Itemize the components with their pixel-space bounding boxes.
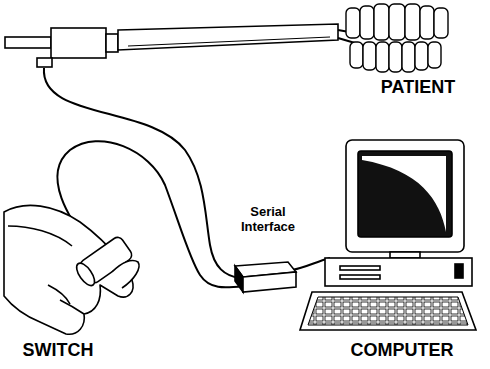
finger-line (8, 226, 72, 246)
keyboard (300, 292, 476, 330)
instrument-rod (5, 37, 51, 48)
part-label: Serial Interface (230, 205, 306, 235)
lower-tooth (402, 42, 415, 72)
instrument-housing (51, 28, 106, 58)
finger-line (48, 285, 70, 304)
screen-glare (362, 156, 446, 232)
drive-slot (340, 275, 380, 279)
drive-slot (340, 266, 380, 270)
screen (358, 151, 452, 237)
instrument-body (118, 24, 338, 50)
part-label: PATIENT (381, 77, 455, 98)
hand (4, 205, 139, 334)
computer (300, 140, 476, 330)
system-unit (325, 258, 472, 286)
upper-tooth (420, 6, 434, 39)
box-side (235, 266, 243, 292)
lower-tooth (376, 42, 389, 72)
switch-button (73, 260, 98, 288)
serial-interface-box (235, 262, 296, 292)
upper-tooth (360, 6, 374, 39)
upper-tooth (389, 4, 405, 40)
body-edge (128, 37, 330, 46)
monitor (346, 140, 464, 252)
lower-tooth (415, 42, 428, 70)
keyboard-keys (308, 297, 468, 325)
upper-tooth (434, 8, 448, 38)
upper-tooth (405, 4, 420, 40)
instrument-collar (106, 34, 118, 52)
teeth (346, 4, 448, 72)
thumb (112, 260, 139, 288)
jaw-instrument (5, 24, 372, 67)
monitor-stand (390, 252, 420, 258)
upper-tooth (346, 8, 360, 38)
lower-tooth (350, 42, 363, 68)
lower-tooth (428, 42, 441, 68)
box-front (243, 272, 296, 292)
upper-tooth (374, 4, 389, 40)
part-label: SWITCH (23, 340, 94, 361)
part-label: COMPUTER (351, 340, 454, 361)
finger-line (60, 300, 84, 314)
lower-tooth (389, 42, 402, 72)
cable-connector (37, 58, 52, 67)
lower-tooth (363, 42, 376, 70)
power-switch (455, 264, 463, 278)
